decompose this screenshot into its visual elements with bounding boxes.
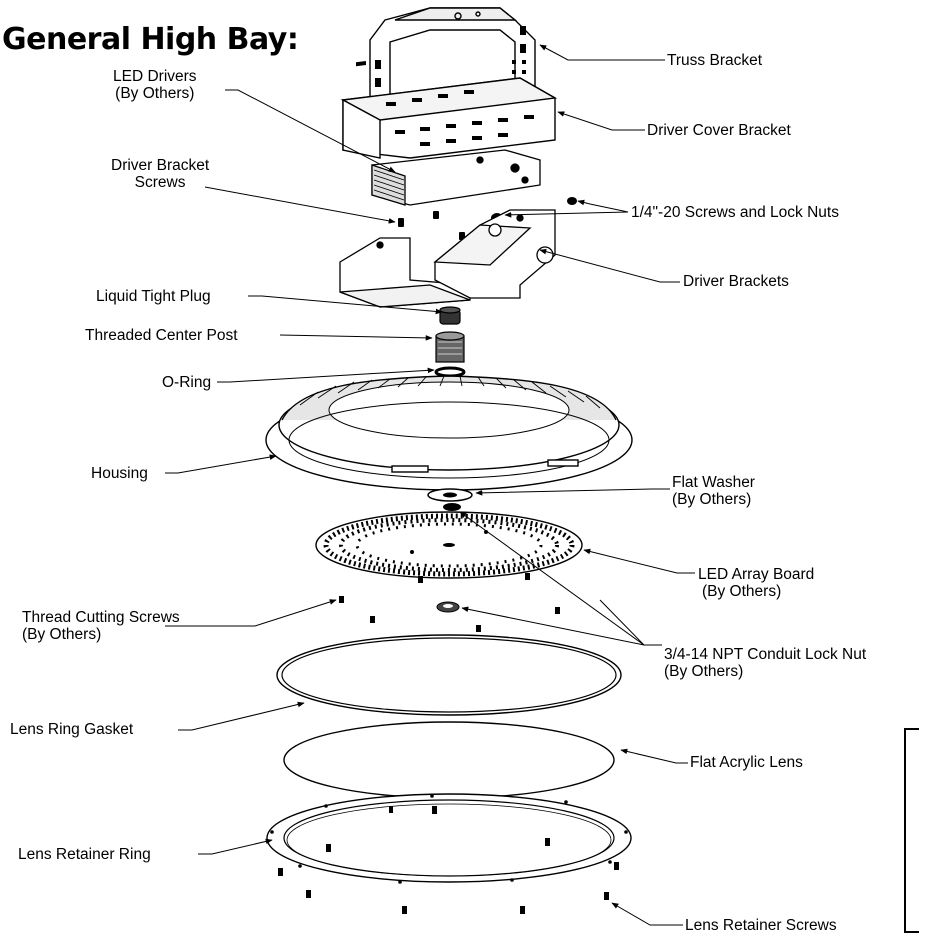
page-title: General High Bay: bbox=[2, 22, 299, 57]
label-led-drivers-line2: (By Others) bbox=[115, 85, 195, 102]
label-led-array-board: LED Array Board (By Others) bbox=[698, 566, 814, 600]
label-liquid-tight-plug: Liquid Tight Plug bbox=[96, 288, 211, 305]
conduit-lock-nut bbox=[436, 601, 460, 613]
label-thread-cutting-screws-line2: (By Others) bbox=[22, 626, 102, 643]
driver-brackets bbox=[339, 209, 556, 308]
label-lens-retainer-ring: Lens Retainer Ring bbox=[18, 846, 151, 863]
flat-washer bbox=[427, 488, 473, 502]
label-thread-cutting-screws: Thread Cutting Screws (By Others) bbox=[22, 609, 180, 643]
label-flat-washer-line2: (By Others) bbox=[672, 491, 752, 508]
led-array-board bbox=[315, 511, 583, 579]
lens-retainer-screws-parts bbox=[278, 806, 619, 914]
led-driver bbox=[371, 149, 541, 206]
lens-ring-gasket bbox=[276, 634, 622, 716]
label-lens-ring-gasket: Lens Ring Gasket bbox=[10, 721, 134, 738]
label-screws-lock-nuts: 1/4"-20 Screws and Lock Nuts bbox=[631, 204, 839, 221]
lock-nut-top bbox=[443, 503, 461, 511]
label-conduit-lock-nut: 3/4-14 NPT Conduit Lock Nut (By Others) bbox=[664, 646, 866, 680]
o-ring bbox=[434, 366, 466, 378]
label-driver-brackets: Driver Brackets bbox=[683, 273, 789, 290]
thread-cutting-screws-parts bbox=[339, 573, 560, 632]
leader-lines bbox=[165, 44, 695, 926]
lens-retainer-ring bbox=[266, 793, 632, 884]
flat-acrylic-lens bbox=[283, 721, 615, 799]
label-truss-bracket: Truss Bracket bbox=[667, 52, 763, 69]
label-driver-cover-bracket: Driver Cover Bracket bbox=[647, 122, 791, 139]
label-led-array-board-line2: (By Others) bbox=[702, 583, 782, 600]
housing bbox=[265, 375, 633, 491]
label-flat-washer: Flat Washer (By Others) bbox=[672, 474, 755, 508]
label-o-ring: O-Ring bbox=[162, 374, 212, 391]
label-led-array-board-line1: LED Array Board bbox=[698, 566, 815, 583]
label-conduit-lock-nut-line1: 3/4-14 NPT Conduit Lock Nut bbox=[664, 646, 867, 663]
label-driver-bracket-screws-line1: Driver Bracket bbox=[111, 157, 210, 174]
driver-cover-bracket bbox=[340, 61, 558, 159]
label-thread-cutting-screws-line1: Thread Cutting Screws bbox=[22, 609, 180, 626]
label-driver-bracket-screws: Driver Bracket Screws bbox=[111, 157, 209, 191]
label-conduit-lock-nut-line2: (By Others) bbox=[664, 663, 744, 680]
threaded-center-post bbox=[435, 331, 465, 363]
label-flat-acrylic-lens: Flat Acrylic Lens bbox=[690, 754, 803, 771]
label-lens-retainer-screws: Lens Retainer Screws bbox=[685, 917, 837, 934]
frame-bracket bbox=[904, 728, 919, 933]
label-flat-washer-line1: Flat Washer bbox=[672, 474, 755, 491]
label-led-drivers-line1: LED Drivers bbox=[113, 68, 197, 85]
label-threaded-center-post: Threaded Center Post bbox=[85, 327, 238, 344]
label-led-drivers: LED Drivers (By Others) bbox=[113, 68, 197, 102]
label-driver-bracket-screws-line2: Screws bbox=[134, 174, 186, 191]
liquid-tight-plug bbox=[439, 306, 461, 325]
driver-bracket-screws-parts bbox=[398, 211, 465, 240]
label-housing: Housing bbox=[91, 465, 148, 482]
